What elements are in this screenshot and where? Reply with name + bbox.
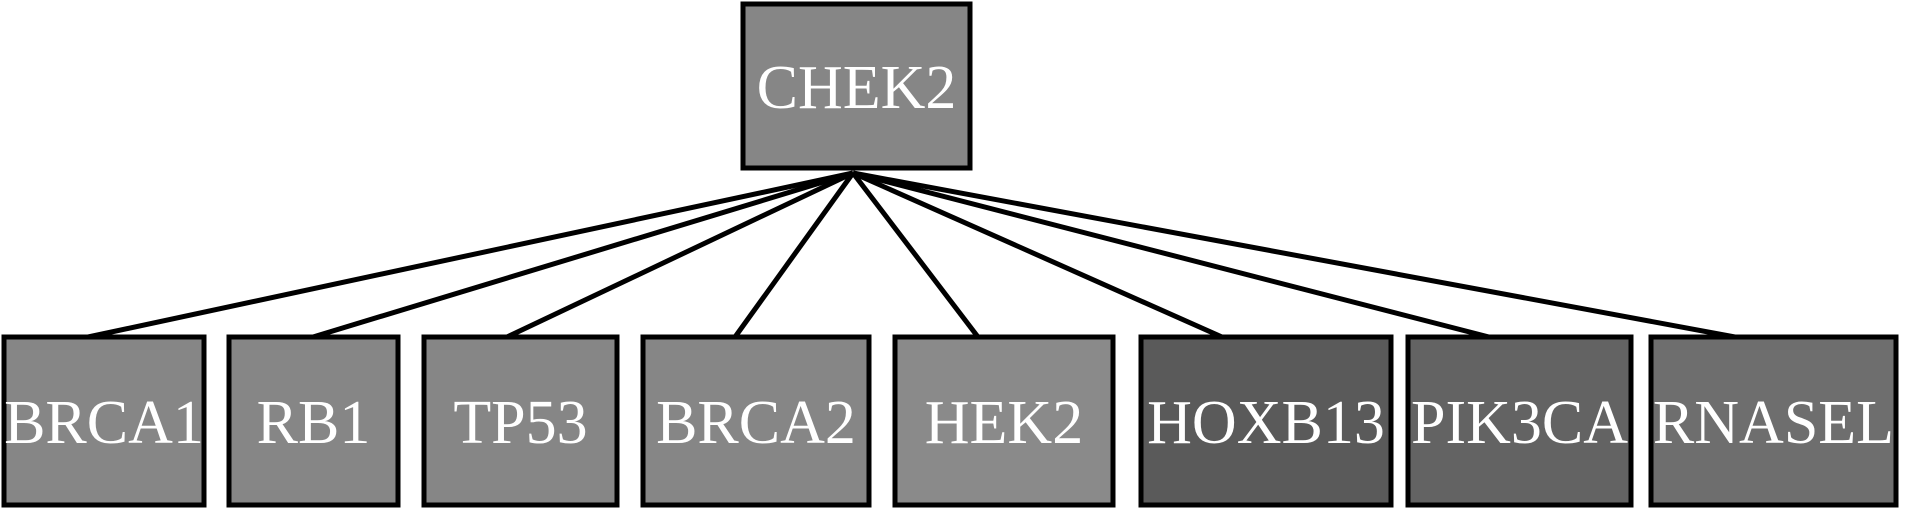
node-hoxb13-box [1138, 334, 1394, 508]
node-brca1-label: BRCA1 [4, 389, 204, 457]
edge-chek2-tp53 [505, 170, 855, 340]
edge-chek2-pik3ca [852, 170, 1490, 340]
node-pik3ca[interactable]: PIK3CA [1405, 334, 1634, 508]
edge-chek2-hek2 [851, 171, 980, 339]
node-hek2-box [892, 334, 1116, 508]
edge-chek2-brca2 [732, 171, 856, 339]
edges [87, 170, 1736, 340]
node-rb1-box [226, 334, 401, 508]
node-hoxb13[interactable]: HOXB13 [1138, 334, 1394, 508]
node-rnasel-label: RNASEL [1653, 389, 1894, 457]
node-brca2-label: BRCA2 [656, 389, 856, 457]
node-pik3ca-box [1405, 334, 1634, 508]
node-chek2-box [740, 1, 973, 171]
node-tp53[interactable]: TP53 [421, 334, 620, 508]
node-brca2-box [640, 334, 872, 508]
node-brca1-box [1, 334, 207, 508]
node-hoxb13-label: HOXB13 [1147, 389, 1385, 457]
edge-chek2-brca1 [87, 170, 854, 340]
node-rnasel[interactable]: RNASEL [1648, 334, 1899, 508]
node-rb1[interactable]: RB1 [226, 334, 401, 508]
node-chek2-label: CHEK2 [757, 54, 957, 122]
edge-chek2-rnasel [852, 170, 1736, 340]
node-hek2-label: HEK2 [925, 389, 1083, 457]
node-brca2[interactable]: BRCA2 [640, 334, 872, 508]
node-chek2[interactable]: CHEK2 [740, 1, 973, 171]
node-rb1-label: RB1 [257, 389, 371, 457]
edge-chek2-hoxb13 [851, 170, 1224, 340]
node-rnasel-box [1648, 334, 1899, 508]
node-brca1[interactable]: BRCA1 [1, 334, 207, 508]
node-hek2[interactable]: HEK2 [892, 334, 1116, 508]
node-pik3ca-label: PIK3CA [1411, 389, 1628, 457]
edge-chek2-rb1 [312, 170, 854, 340]
node-tp53-box [421, 334, 620, 508]
node-tp53-label: TP53 [453, 389, 587, 457]
